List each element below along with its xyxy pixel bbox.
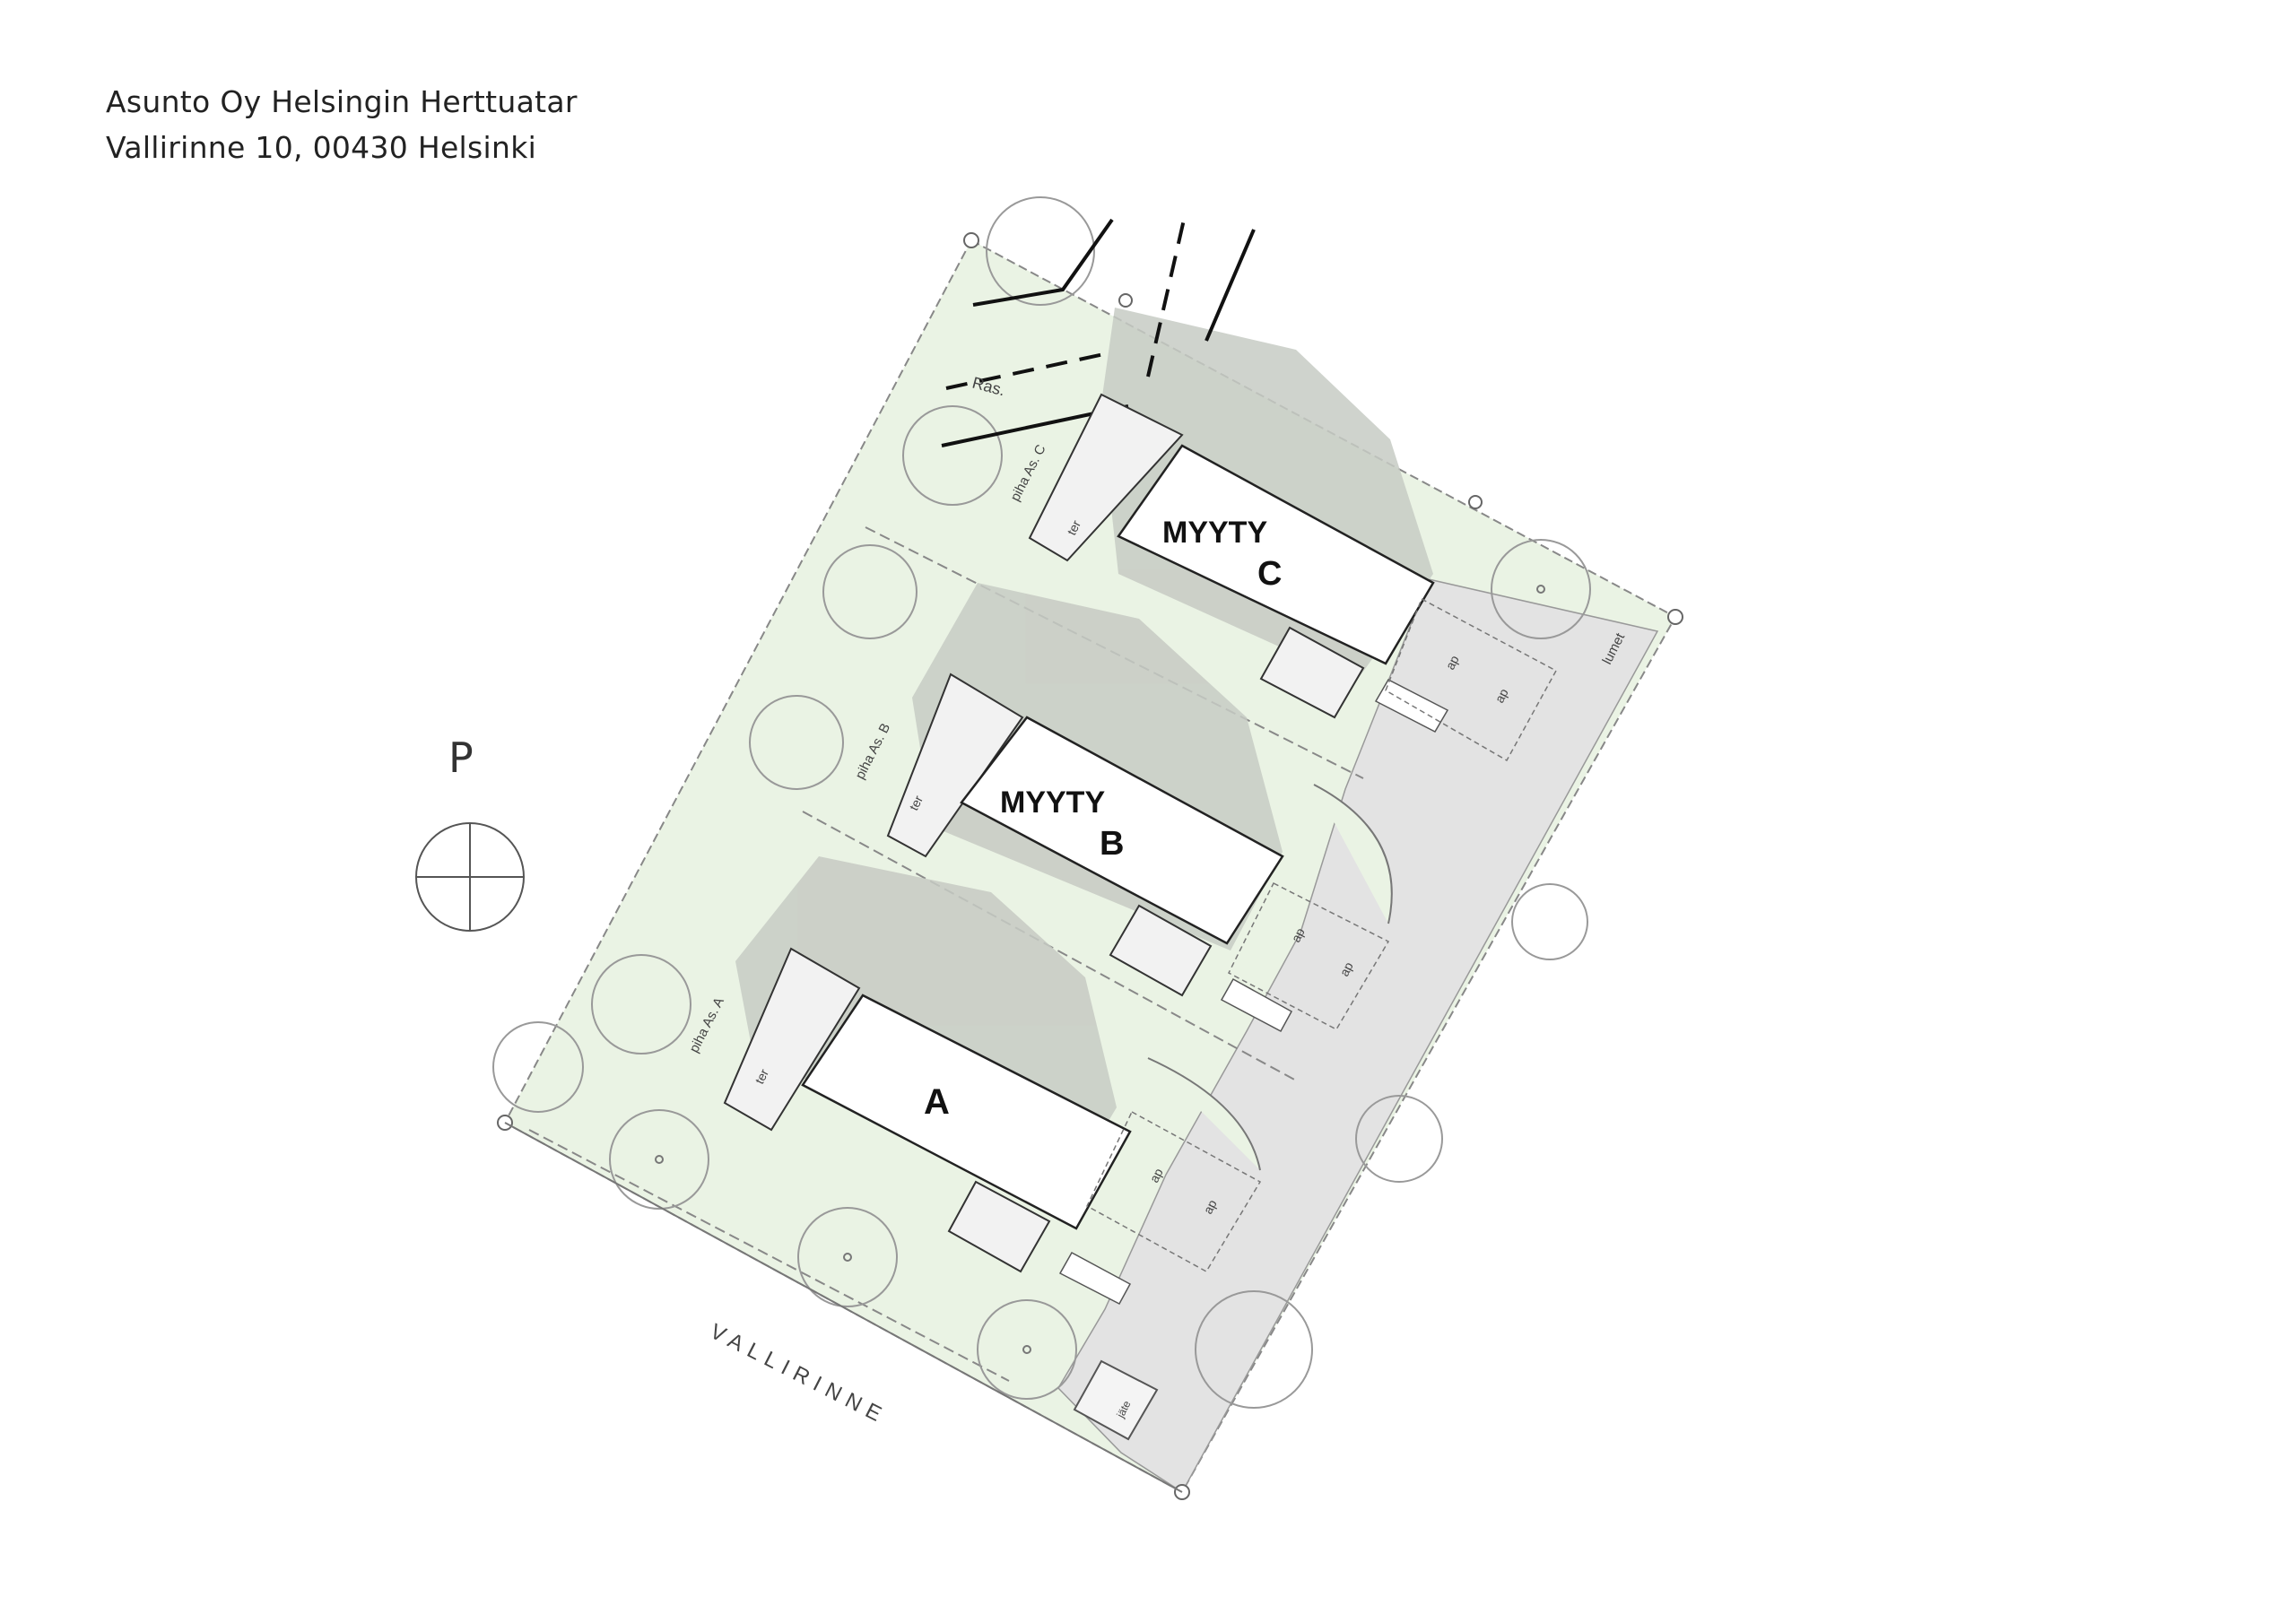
building-c [1028,393,1558,762]
project-name: Asunto Oy Helsingin Herttuatar [106,84,578,119]
building-c-sold-label: MYYTY [1162,516,1267,550]
parking-label-c2: ap [1492,686,1510,705]
waste-shelter [1073,1359,1159,1441]
parking-label-a1: ap [1146,1166,1165,1185]
driveway-area [1057,578,1659,1494]
terrace-label-c: ter [1064,517,1083,537]
terrace-label-a: ter [752,1066,771,1086]
building-b-label: B [1100,825,1124,863]
street-edge [504,1122,1183,1493]
project-address: Vallirinne 10, 00430 Helsinki [106,130,537,165]
building-c-label: C [1257,555,1282,593]
parking-stalls-b [1228,881,1390,1030]
north-label: P [448,733,474,782]
parking-stalls-c [1385,597,1558,762]
parking-label-c1: ap [1442,653,1461,672]
parking-label-a2: ap [1200,1197,1219,1216]
parking-label-b1: ap [1288,925,1307,944]
street-name: VALLIRINNE [706,1319,891,1429]
tree-trunks [655,585,1545,1354]
terrace-label-b: ter [906,793,926,812]
building-b-sold-label: MYYTY [1000,785,1105,820]
building-labels: MYYTY C MYYTY B A [924,516,1282,1122]
building-b [886,673,1393,1033]
building-a-label: A [924,1082,950,1122]
project-header: Asunto Oy Helsingin Herttuatar Vallirinn… [106,79,578,170]
compass-icon [415,822,525,932]
parking-label-b2: ap [1336,959,1355,978]
building-a [723,947,1262,1306]
trees [492,196,1591,1409]
